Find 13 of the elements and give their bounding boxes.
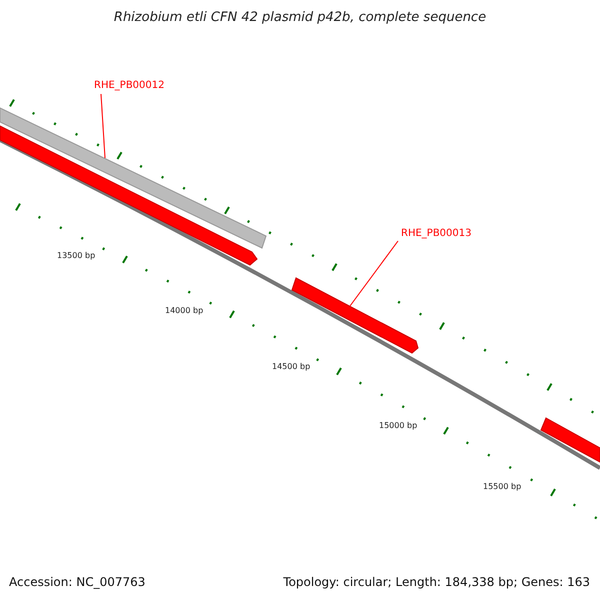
title: Rhizobium etli CFN 42 plasmid p42b, complete sequence — [112, 10, 488, 25]
tick-label: 14500 bp — [272, 362, 310, 371]
footer-text: Accession: NC_007763 — [9, 575, 146, 589]
gene-arrow — [291, 277, 419, 354]
gene-label: RHE_PB00013 — [401, 228, 472, 239]
gene-label: RHE_PB00012 — [94, 80, 164, 91]
leader-line — [350, 240, 398, 306]
tick-label: 14000 bp — [165, 306, 204, 315]
gene-bar — [0, 107, 267, 249]
footer-text: Topology: circular; Length: 184,338 bp; Genes: 163 — [283, 575, 590, 589]
tick-label: 15000 bp — [379, 421, 418, 430]
tick-label: 15500 bp — [483, 482, 522, 491]
leader-line — [100, 94, 106, 158]
